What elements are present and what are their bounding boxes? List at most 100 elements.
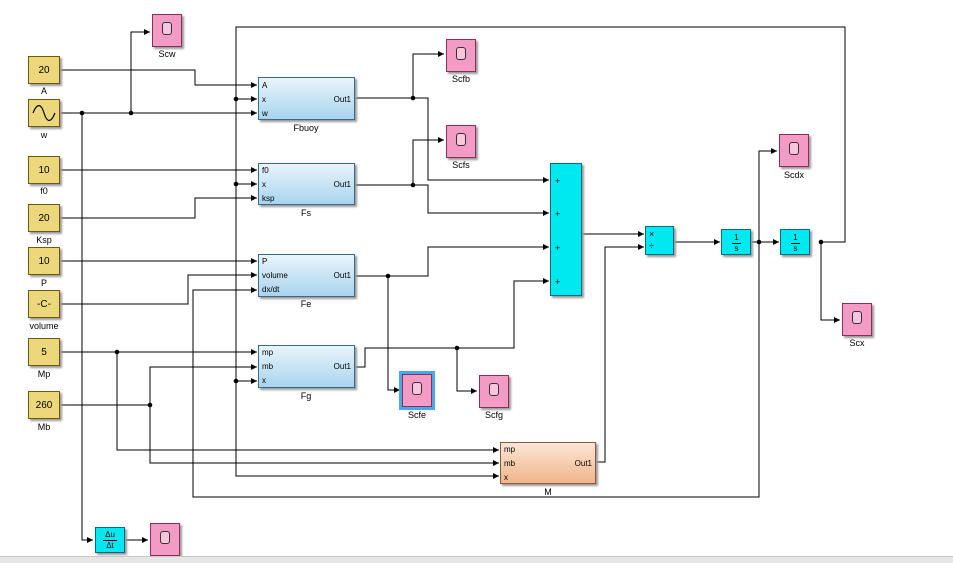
port-label: A: [262, 81, 268, 90]
scope-label: Scw: [158, 49, 176, 59]
signal-line: [456, 348, 477, 394]
horizontal-scrollbar[interactable]: [0, 556, 953, 563]
subsystem-label: Fg: [300, 391, 312, 401]
scope-icon: [789, 142, 799, 155]
signal-line: [820, 242, 840, 323]
scope-scfb[interactable]: [446, 39, 476, 72]
signal-line: [116, 352, 499, 453]
sum-block[interactable]: + + + +: [550, 163, 582, 296]
integrator-denominator: s: [734, 244, 739, 253]
constant-value: -C-: [37, 298, 51, 310]
scope-label: Scfs: [452, 160, 470, 170]
signal-line: [192, 242, 760, 498]
signal-line: [355, 278, 549, 368]
port-label: Out1: [333, 95, 351, 104]
constant-block-volume[interactable]: -C-: [28, 290, 60, 318]
constant-block-ksp[interactable]: 20: [28, 204, 60, 232]
constant-block-mp[interactable]: 5: [28, 338, 60, 366]
scope-derivative[interactable]: [150, 523, 180, 556]
branch-point: [756, 239, 762, 245]
signal-line: [412, 137, 444, 185]
subsystem-label: Fs: [301, 208, 311, 218]
constant-label: Ksp: [36, 235, 52, 245]
signal-line: [61, 272, 257, 305]
branch-point: [147, 402, 153, 408]
constant-label: Mp: [37, 369, 51, 379]
subsystem-fbuoy[interactable]: A x w Out1: [258, 77, 355, 120]
port-label: Out1: [574, 459, 592, 468]
subsystem-label: M: [544, 487, 552, 497]
constant-block-mb[interactable]: 260: [28, 391, 60, 419]
branch-point: [233, 181, 239, 187]
scope-icon: [489, 383, 499, 396]
port-label: w: [262, 109, 268, 118]
subsystem-m[interactable]: mp mb x Out1: [500, 442, 596, 484]
integrator-denominator: s: [793, 244, 798, 253]
branch-point: [454, 345, 460, 351]
subsystem-fg[interactable]: mp mb x Out1: [258, 345, 355, 388]
scope-scfg[interactable]: [479, 375, 509, 408]
constant-label: A: [40, 86, 48, 96]
signal-line: [355, 184, 549, 216]
port-label: x: [262, 180, 266, 189]
sine-wave-block[interactable]: [28, 99, 60, 127]
constant-value: 10: [38, 164, 50, 176]
port-label: x: [504, 473, 508, 482]
signal-line: [412, 51, 444, 98]
scope-icon: [852, 311, 862, 324]
signal-line: [355, 244, 549, 277]
port-label: f0: [262, 166, 269, 175]
product-block[interactable]: × ÷: [645, 226, 674, 255]
constant-label: Mb: [37, 422, 51, 432]
scope-scfs[interactable]: [446, 125, 476, 158]
scope-scfe[interactable]: [399, 371, 435, 410]
scope-scw[interactable]: [152, 14, 182, 47]
port-label: mb: [262, 362, 274, 371]
port-label: x: [262, 95, 266, 104]
sum-sign: +: [555, 209, 561, 219]
subsystem-fe[interactable]: P volume dx/dt Out1: [258, 254, 355, 297]
port-label: dx/dt: [262, 285, 280, 294]
constant-value: 5: [41, 346, 47, 358]
constant-block-p[interactable]: 10: [28, 247, 60, 275]
port-label: Out1: [333, 271, 351, 280]
branch-point: [385, 273, 391, 279]
subsystem-label: Fbuoy: [293, 123, 319, 133]
divide-icon: ÷: [649, 241, 654, 251]
signal-line: [61, 69, 257, 88]
scope-scx[interactable]: [842, 303, 872, 336]
port-label: Out1: [333, 362, 351, 371]
scope-label: Scfg: [484, 410, 504, 420]
derivative-numerator: Δu: [105, 530, 115, 539]
constant-value: 260: [35, 399, 53, 411]
scope-icon: [412, 382, 422, 395]
constant-block-f0[interactable]: 10: [28, 156, 60, 184]
sum-sign: +: [555, 176, 561, 186]
subsystem-label: Fe: [300, 299, 312, 309]
branch-point: [128, 110, 134, 116]
integrator-numerator: 1: [734, 233, 739, 242]
signal-line: [235, 26, 846, 479]
sine-wave-label: w: [40, 130, 48, 140]
branch-point: [233, 378, 239, 384]
port-label: x: [262, 376, 266, 385]
scope-icon: [162, 22, 172, 35]
multiply-icon: ×: [649, 229, 655, 239]
subsystem-fs[interactable]: f0 x ksp Out1: [258, 163, 355, 205]
signal-line: [61, 195, 257, 219]
port-label: mp: [504, 445, 516, 454]
scope-scdx[interactable]: [779, 134, 809, 167]
signal-line: [387, 276, 400, 393]
constant-block-a[interactable]: 20: [28, 56, 60, 84]
sine-wave-icon: [32, 105, 56, 121]
scope-icon: [160, 531, 170, 544]
signal-line: [355, 97, 549, 183]
integrator-numerator: 1: [793, 233, 798, 242]
